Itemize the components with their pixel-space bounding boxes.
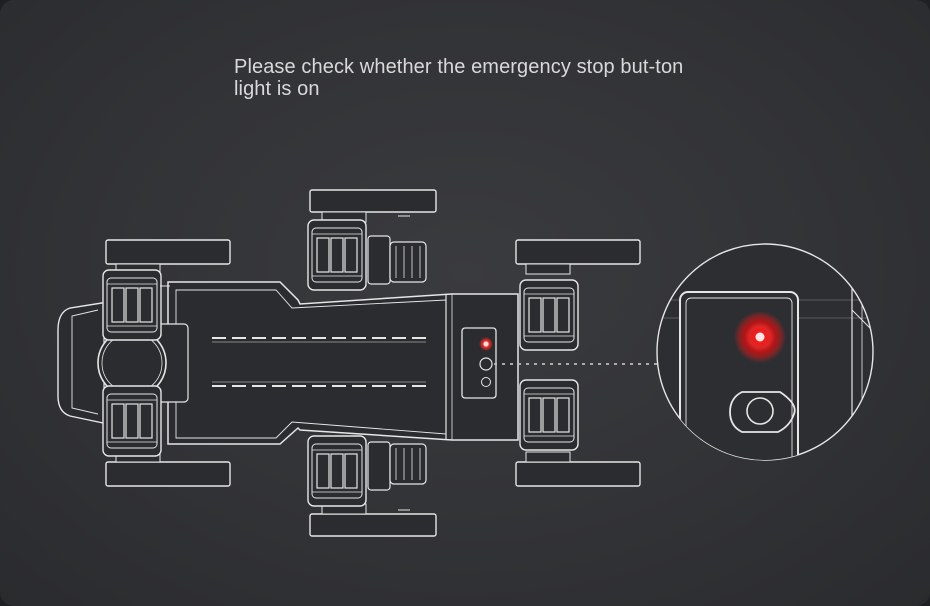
wheel-middle-top bbox=[307, 189, 437, 291]
wheel-rear-right bbox=[515, 379, 641, 487]
robot-front-nose bbox=[57, 301, 109, 425]
wheel-rear-left bbox=[515, 239, 641, 351]
emergency-stop-button-icon bbox=[729, 391, 796, 433]
wheel-middle-bottom bbox=[307, 435, 437, 537]
front-sensor-disk bbox=[97, 323, 189, 403]
wheel-front-right bbox=[102, 385, 231, 487]
magnifier-callout bbox=[656, 243, 874, 461]
wheel-front-left bbox=[102, 239, 231, 341]
small-stop-button-icon bbox=[479, 357, 493, 371]
robot-chassis bbox=[167, 281, 519, 445]
instruction-text: Please check whether the emergency stop … bbox=[234, 56, 684, 100]
control-panel bbox=[461, 327, 497, 399]
